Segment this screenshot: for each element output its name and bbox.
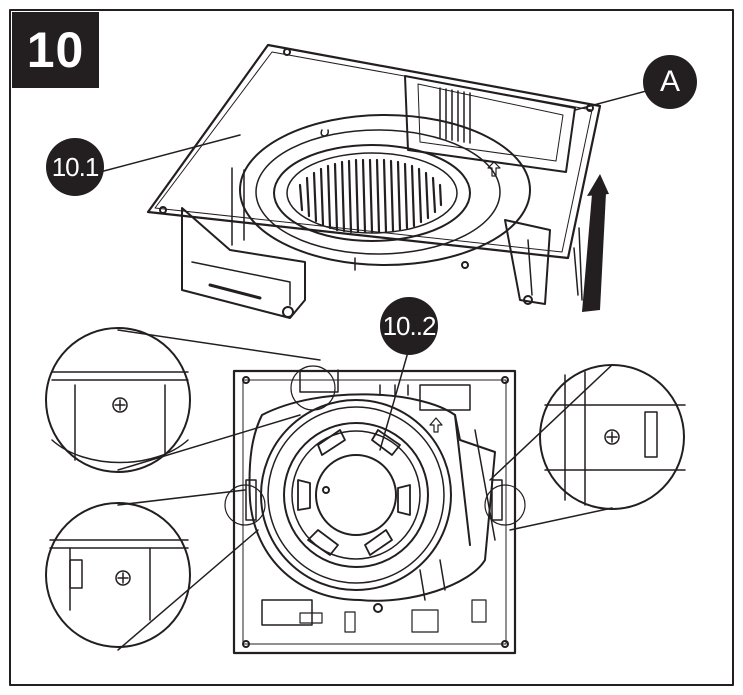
up-arrow-icon: [573, 174, 609, 312]
fan-housing-top-view: [232, 369, 517, 655]
screw-icon: [112, 397, 128, 413]
blower-blades: [297, 429, 411, 556]
callout-a: A: [643, 55, 697, 109]
duct-grille: [439, 87, 471, 144]
leader-line-10-1: [99, 134, 241, 173]
leader-line-a: [574, 89, 651, 111]
callout-10-2: 10..2: [380, 297, 438, 355]
zoom-detail-right: [484, 364, 686, 531]
step-number-badge: 10: [12, 12, 99, 88]
leader-line-10-2: [379, 351, 409, 451]
panel-frame: [9, 9, 734, 686]
callout-10-1: 10.1: [46, 138, 104, 196]
screw-icon: [604, 429, 620, 445]
screw-icon: [115, 570, 131, 586]
zoom-detail-bottom-left: [45, 484, 266, 651]
zoom-detail-top-left: [45, 327, 336, 473]
fan-housing-perspective: [146, 43, 602, 319]
blower-wheel: [298, 158, 443, 234]
